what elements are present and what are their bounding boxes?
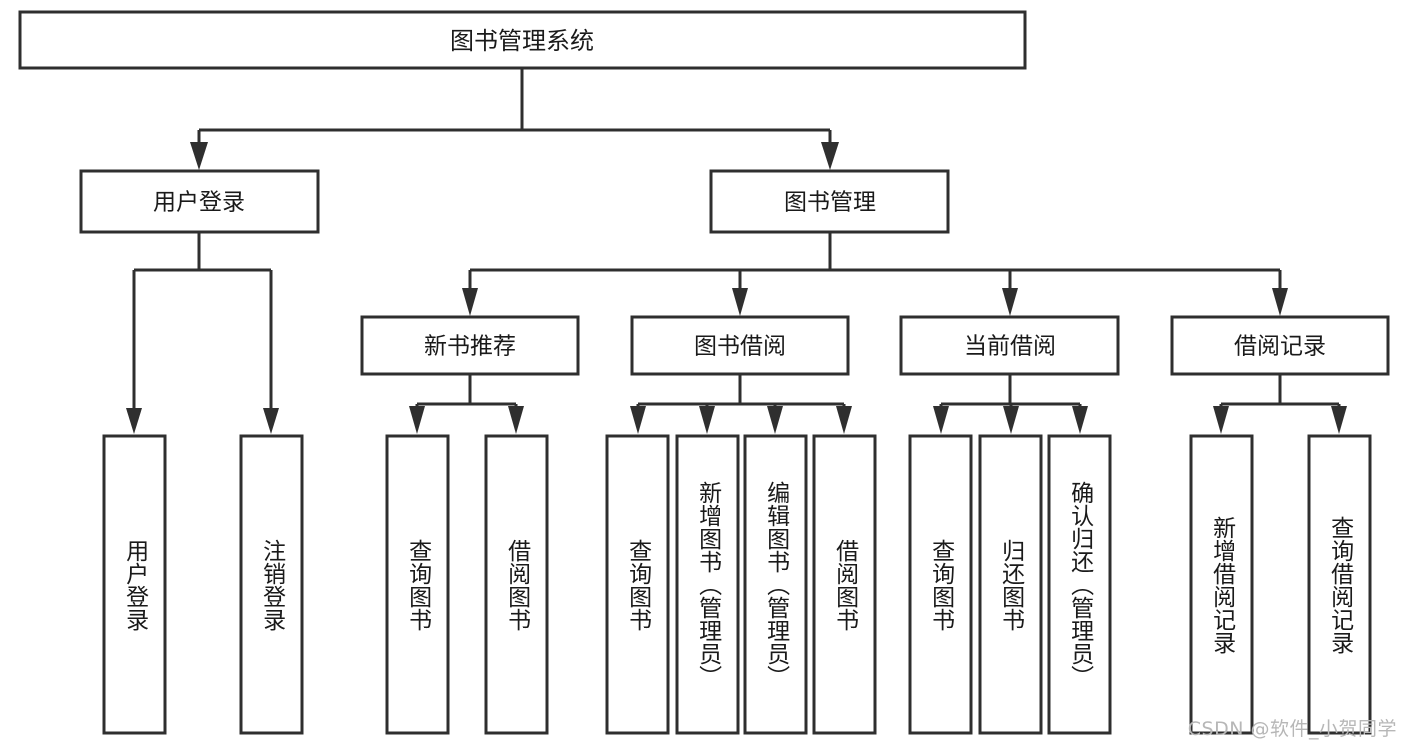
leaf-label-user-login: 用户登录 bbox=[121, 538, 148, 631]
leaf-label-cb-return-book: 归还图书 bbox=[997, 538, 1024, 631]
arrow-head-bb-leaf-4 bbox=[836, 406, 852, 434]
arrow-head-bb-leaf-1 bbox=[630, 406, 646, 434]
arrow-head-leaf-user-login bbox=[126, 408, 142, 434]
node-root-box[interactable] bbox=[18, 10, 1027, 70]
arrow-head-leaf-logout bbox=[263, 408, 279, 434]
node-current-borrow-box[interactable] bbox=[899, 315, 1120, 376]
leaf-box-cb-return-book[interactable] bbox=[978, 434, 1043, 735]
leaf-label-logout: 注销登录 bbox=[258, 538, 285, 631]
leaf-box-nb-borrow-book[interactable] bbox=[484, 434, 549, 735]
node-new-book-recommend-label: 新书推荐 bbox=[424, 334, 516, 360]
node-book-management[interactable]: 图书管理 bbox=[709, 169, 950, 234]
node-book-management-label: 图书管理 bbox=[784, 190, 876, 216]
node-borrow-record[interactable]: 借阅记录 bbox=[1170, 315, 1390, 376]
leaf-box-cb-query-book[interactable] bbox=[908, 434, 973, 735]
leaf-label-cb-query-book: 查询图书 bbox=[927, 538, 954, 631]
leaf-label-bb-add-book: 新增图书（管理员） bbox=[694, 481, 721, 688]
arrow-head-user-login bbox=[190, 142, 208, 170]
node-book-borrow-label: 图书借阅 bbox=[694, 334, 786, 360]
leaf-label-bb-edit-book: 编辑图书（管理员） bbox=[762, 481, 789, 688]
node-root[interactable]: 图书管理系统 bbox=[18, 10, 1027, 70]
arrow-head-cb-leaf-1 bbox=[933, 406, 949, 434]
arrow-head-nb-leaf-1 bbox=[409, 406, 425, 434]
arrow-head-br-leaf-2 bbox=[1331, 406, 1347, 434]
arrow-head-borrow-record bbox=[1272, 288, 1288, 316]
arrow-head-nb-leaf-2 bbox=[508, 406, 524, 434]
node-current-borrow-label: 当前借阅 bbox=[964, 334, 1056, 360]
leaf-box-bb-borrow-book[interactable] bbox=[812, 434, 877, 735]
node-book-borrow[interactable]: 图书借阅 bbox=[630, 315, 850, 376]
arrow-head-book-mgmt bbox=[821, 142, 839, 170]
arrow-head-bb-leaf-2 bbox=[699, 406, 715, 434]
node-root-label: 图书管理系统 bbox=[450, 27, 594, 55]
leaf-label-bb-query-book: 查询图书 bbox=[624, 538, 651, 631]
arrow-head-br-leaf-1 bbox=[1213, 406, 1229, 434]
leaf-label-nb-borrow-book: 借阅图书 bbox=[503, 538, 530, 631]
leaf-box-bb-query-book[interactable] bbox=[605, 434, 670, 735]
arrow-head-bb-leaf-3 bbox=[767, 406, 783, 434]
leaf-box-logout[interactable] bbox=[239, 434, 304, 735]
connector-layer bbox=[126, 68, 1347, 434]
arrow-head-current-borrow bbox=[1002, 288, 1018, 316]
node-book-management-box[interactable] bbox=[709, 169, 950, 234]
leaf-box-layer bbox=[102, 434, 1372, 735]
leaf-label-cb-confirm-return: 确认归还（管理员） bbox=[1066, 481, 1093, 688]
node-current-borrow[interactable]: 当前借阅 bbox=[899, 315, 1120, 376]
csdn-watermark: CSDN @软件_小贺同学 bbox=[1187, 718, 1397, 740]
arrow-head-new-book bbox=[462, 288, 478, 316]
node-borrow-record-label: 借阅记录 bbox=[1234, 334, 1326, 360]
leaf-box-nb-query-book[interactable] bbox=[385, 434, 450, 735]
node-book-borrow-box[interactable] bbox=[630, 315, 850, 376]
arrow-head-cb-leaf-3 bbox=[1072, 406, 1088, 434]
leaf-label-br-query-record: 查询借阅记录 bbox=[1326, 515, 1353, 654]
leaf-box-bb-edit-book[interactable] bbox=[743, 434, 808, 735]
leaf-label-bb-borrow-book: 借阅图书 bbox=[831, 538, 858, 631]
leaf-box-br-add-record[interactable] bbox=[1189, 434, 1254, 735]
leaf-box-cb-confirm-return[interactable] bbox=[1047, 434, 1112, 735]
node-user-login-box[interactable] bbox=[79, 169, 320, 234]
arrow-head-cb-leaf-2 bbox=[1003, 406, 1019, 434]
node-user-login-label: 用户登录 bbox=[153, 190, 245, 216]
leaf-label-br-add-record: 新增借阅记录 bbox=[1208, 515, 1235, 654]
node-new-book-recommend[interactable]: 新书推荐 bbox=[360, 315, 580, 376]
leaf-box-bb-add-book[interactable] bbox=[675, 434, 740, 735]
leaf-box-user-login[interactable] bbox=[102, 434, 167, 735]
node-borrow-record-box[interactable] bbox=[1170, 315, 1390, 376]
node-new-book-recommend-box[interactable] bbox=[360, 315, 580, 376]
leaf-box-br-query-record[interactable] bbox=[1307, 434, 1372, 735]
node-user-login[interactable]: 用户登录 bbox=[79, 169, 320, 234]
leaf-label-nb-query-book: 查询图书 bbox=[404, 538, 431, 631]
arrow-head-book-borrow bbox=[732, 288, 748, 316]
